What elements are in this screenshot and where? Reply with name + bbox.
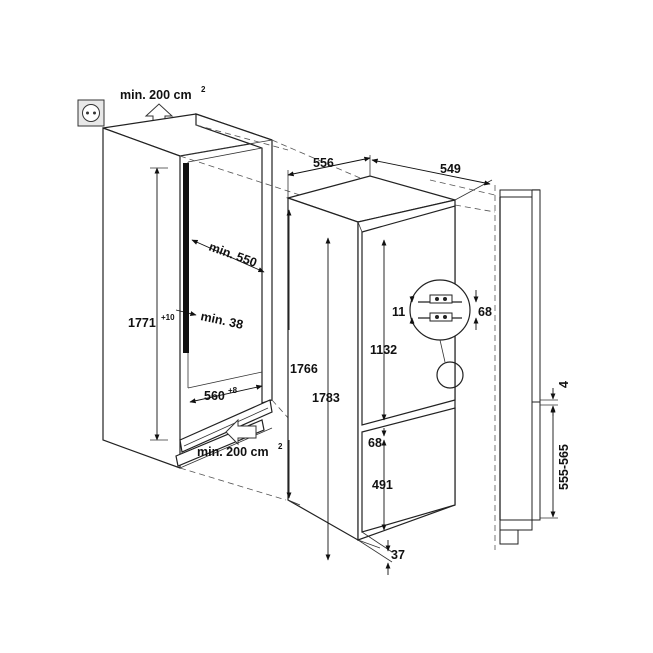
dim-4 (540, 388, 558, 416)
dim-549 (371, 158, 493, 201)
d68-door-label: 68 (368, 436, 382, 450)
vent-top-sup: 2 (201, 85, 206, 94)
d11-label: 11 (392, 305, 405, 319)
s4-label: 4 (557, 381, 571, 388)
h1766-label: 1766 (290, 362, 318, 376)
d68-hinge-label: 68 (478, 305, 492, 319)
min550-label: min. 550 (207, 240, 259, 270)
s555-565-label: 555-565 (557, 444, 571, 490)
dim-min38 (175, 309, 197, 317)
min38-label: min. 38 (199, 309, 244, 332)
w560-label: 560 (204, 389, 225, 403)
dim-556 (287, 155, 371, 198)
side-profile (494, 185, 541, 550)
arrow-left-icon (225, 418, 257, 446)
d37-label: 37 (391, 548, 405, 562)
h1783-label: 1783 (312, 391, 340, 405)
vent-bottom-label: min. 200 cm (197, 445, 269, 459)
niche-cabinet (102, 113, 273, 469)
w560-sup: +8 (228, 386, 238, 395)
dim-560 (189, 384, 263, 404)
power-socket-icon (77, 99, 105, 127)
h1771-label: 1771 (128, 316, 156, 330)
h1771-sup: +10 (161, 313, 175, 322)
vent-bottom-sup: 2 (278, 442, 283, 451)
hinge-detail (409, 279, 471, 389)
dim-min550 (191, 239, 265, 273)
dim-1771 (150, 167, 168, 441)
dim-555-565 (540, 406, 558, 519)
vent-top-label: min. 200 cm (120, 88, 192, 102)
w556-label: 556 (313, 156, 334, 170)
h491-label: 491 (372, 478, 393, 492)
h1132-label: 1132 (370, 343, 397, 357)
d549-label: 549 (440, 162, 461, 176)
dim-37 (357, 531, 393, 575)
